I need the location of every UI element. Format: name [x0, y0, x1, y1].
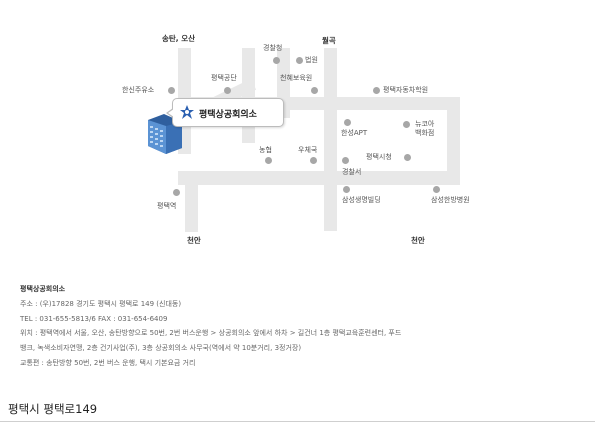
- contact-info: 평택상공회의소 주소 : (우)17828 경기도 평택시 평택로 149 (신…: [20, 282, 401, 371]
- label-songtan-osan: 송탄, 오산: [162, 34, 196, 43]
- marker-pyeongtaek-station: [173, 189, 180, 196]
- road-vertical-5: [447, 100, 460, 180]
- callout-title: 평택상공회의소: [199, 110, 257, 120]
- marker-cheonhye: [311, 87, 318, 94]
- location-line-1: 위치 : 평택역에서 서울, 오산, 송탄방향으로 50번, 2번 버스운행 >…: [20, 329, 402, 338]
- label-newcore-line2: 백화점: [415, 129, 435, 137]
- road-vertical-6: [185, 180, 198, 232]
- label-hansung-apt: 한성APT: [341, 129, 368, 137]
- label-cheonhye: 천혜보육원: [280, 74, 313, 82]
- label-post-office: 우체국: [298, 146, 318, 154]
- marker-post-office: [310, 157, 317, 164]
- label-samsung-hospital: 삼성한방병원: [431, 196, 470, 204]
- road-horizontal-2: [178, 171, 460, 185]
- marker-hanshin-gas: [168, 87, 175, 94]
- transport-line: 교통편 : 송탄방향 50번, 2번 버스 운행, 택시 기본요금 거리: [20, 358, 196, 367]
- marker-samsung-life: [343, 186, 350, 193]
- address-line: 주소 : (우)17828 경기도 평택시 평택로 149 (신대동): [20, 299, 182, 308]
- label-nonghyup: 농협: [259, 146, 272, 154]
- chamber-logo-icon: [180, 105, 194, 119]
- label-wolgok: 월곡: [322, 36, 336, 45]
- label-newcore-line1: 뉴코아: [415, 120, 435, 128]
- label-pyeongtaek-factory: 평택공단: [211, 74, 237, 82]
- marker-police-station: [342, 157, 349, 164]
- label-city-hall: 평택시청: [366, 153, 392, 161]
- marker-samsung-hospital: [433, 186, 440, 193]
- label-cheonan-left: 천안: [187, 236, 201, 245]
- marker-auto-academy: [373, 87, 380, 94]
- label-pyeongtaek-station: 평택역: [157, 202, 177, 210]
- label-hanshin-gas: 한신주유소: [122, 86, 155, 94]
- divider: [0, 421, 595, 422]
- marker-city-hall: [404, 154, 411, 161]
- label-samsung-life: 삼성생명빌딩: [342, 196, 381, 204]
- label-police: 경찰청: [263, 44, 283, 52]
- marker-nonghyup: [265, 157, 272, 164]
- label-auto-academy: 평택자동차학원: [383, 86, 429, 94]
- marker-hansung-apt: [344, 119, 351, 126]
- location-callout: 평택상공회의소: [166, 98, 284, 127]
- marker-pyeongtaek-factory: [224, 87, 231, 94]
- address-heading: 평택시 평택로149: [8, 402, 98, 416]
- label-newcore: 뉴코아 백화점: [415, 120, 434, 138]
- contact-line: TEL : 031-655-5813/6 FAX : 031-654-6409: [20, 314, 168, 323]
- location-line-2: 뱅크, 녹색소비자연맹, 2층 건기사업(주), 3층 상공회의소 사무국(역에…: [20, 344, 302, 353]
- label-court: 법원: [305, 56, 318, 64]
- marker-police: [273, 57, 280, 64]
- callout-tail-inner: [168, 109, 174, 117]
- label-police-station: 경찰서: [342, 168, 362, 176]
- marker-court: [296, 57, 303, 64]
- org-name: 평택상공회의소: [20, 285, 66, 293]
- building-icon: [148, 114, 182, 154]
- location-map: 평택상공회의소 송탄, 오산 경찰청 월곡 법원 한신주유소 평택공단 천혜보육…: [122, 34, 470, 245]
- label-cheonan-right: 천안: [411, 236, 425, 245]
- road-vertical-4: [324, 48, 337, 231]
- marker-newcore: [403, 121, 410, 128]
